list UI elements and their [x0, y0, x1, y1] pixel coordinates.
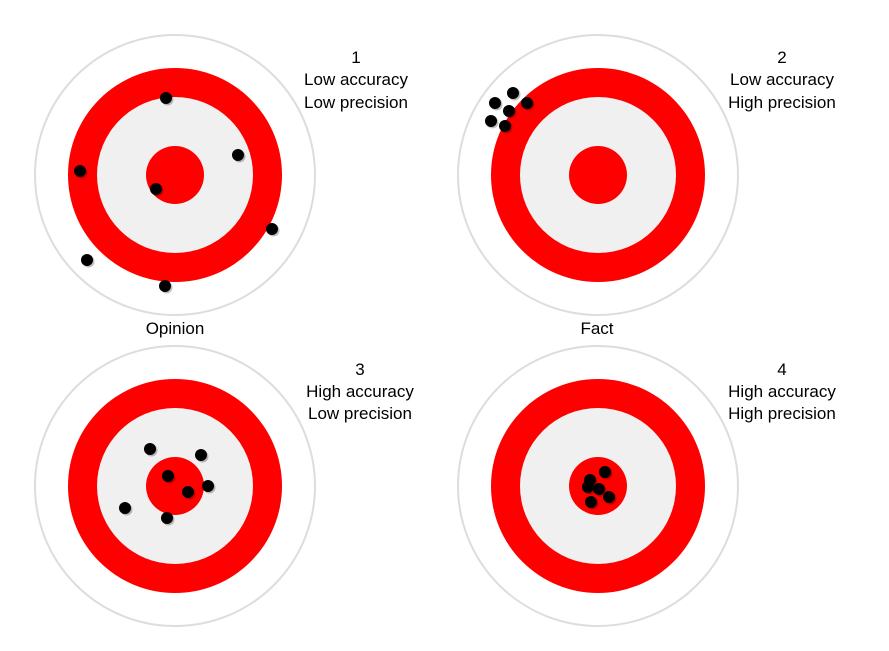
- hit-mark: [74, 165, 86, 177]
- target-1-number: 1: [351, 48, 360, 67]
- hit-mark: [599, 466, 611, 478]
- target-2-accuracy: Low accuracy: [730, 70, 834, 89]
- hit-mark: [521, 97, 533, 109]
- hit-mark: [585, 496, 597, 508]
- target-2: [457, 34, 739, 316]
- caption-fact: Fact: [580, 319, 613, 338]
- target-1: [34, 34, 316, 316]
- target-3-hits: [119, 443, 216, 526]
- hit-mark: [162, 470, 174, 482]
- target-4-accuracy: High accuracy: [728, 382, 836, 401]
- target-3: [34, 345, 316, 627]
- hit-mark: [499, 120, 511, 132]
- target-3-precision: Low precision: [308, 404, 412, 423]
- target-4: [457, 345, 739, 627]
- target-4-precision: High precision: [728, 404, 836, 423]
- hit-mark: [489, 97, 501, 109]
- hit-mark: [150, 183, 162, 195]
- target-3-bullseye: [146, 457, 204, 515]
- hit-mark: [119, 502, 131, 514]
- caption-opinion: Opinion: [146, 319, 205, 338]
- hit-mark: [195, 449, 207, 461]
- target-2-precision: High precision: [728, 93, 836, 112]
- hit-mark: [144, 443, 156, 455]
- target-1-precision: Low precision: [304, 93, 408, 112]
- hit-mark: [593, 483, 605, 495]
- hit-mark: [202, 480, 214, 492]
- hit-mark: [161, 512, 173, 524]
- hit-mark: [182, 486, 194, 498]
- hit-mark: [582, 481, 594, 493]
- target-1-accuracy: Low accuracy: [304, 70, 408, 89]
- hit-mark: [503, 105, 515, 117]
- target-2-hits: [485, 87, 535, 134]
- target-3-accuracy: High accuracy: [306, 382, 414, 401]
- target-1-hits: [74, 92, 280, 294]
- hit-mark: [603, 491, 615, 503]
- target-4-hits: [582, 466, 617, 510]
- hit-mark: [160, 92, 172, 104]
- target-4-number: 4: [777, 360, 786, 379]
- hit-mark: [232, 149, 244, 161]
- target-2-number: 2: [777, 48, 786, 67]
- hit-mark: [507, 87, 519, 99]
- target-2-bullseye: [569, 146, 627, 204]
- target-3-number: 3: [355, 360, 364, 379]
- hit-mark: [266, 223, 278, 235]
- hit-mark: [485, 115, 497, 127]
- hit-mark: [159, 280, 171, 292]
- hit-mark: [81, 254, 93, 266]
